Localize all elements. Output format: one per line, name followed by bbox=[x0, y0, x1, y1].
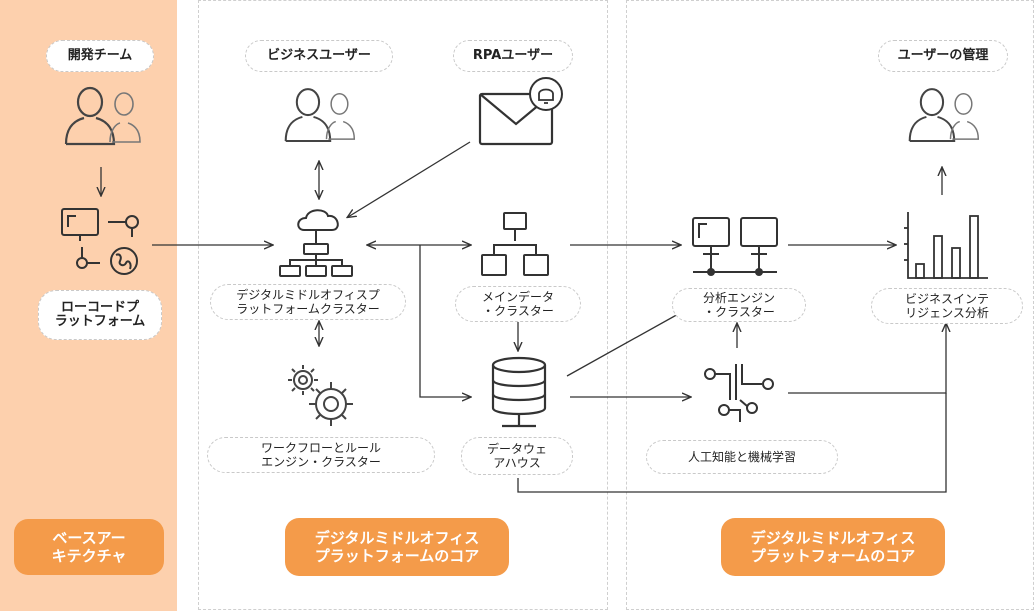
database-icon bbox=[491, 356, 547, 428]
bi-analysis-label: ビジネスインテ リジェンス分析 bbox=[871, 288, 1023, 324]
gears-icon bbox=[288, 365, 353, 426]
business-users-label: ビジネスユーザー bbox=[245, 40, 393, 72]
lowcode-platform-label: ローコードプ ラットフォーム bbox=[38, 290, 162, 340]
rpa-users-label: RPAユーザー bbox=[453, 40, 573, 72]
data-warehouse-label: データウェ アハウス bbox=[461, 437, 573, 475]
main-data-label: メインデータ ・クラスター bbox=[455, 286, 581, 322]
data-tree-icon bbox=[481, 212, 549, 276]
business-users-icon bbox=[284, 88, 356, 143]
analysis-engine-label: 分析エンジン ・クラスター bbox=[672, 288, 806, 322]
right-panel bbox=[626, 0, 1034, 610]
right-core-badge: デジタルミドルオフィス プラットフォームのコア bbox=[721, 518, 945, 576]
workflow-engine-label: ワークフローとルール エンジン・クラスター bbox=[207, 437, 435, 473]
users-icon bbox=[64, 86, 141, 146]
computers-icon bbox=[692, 217, 778, 276]
dev-team-label: 開発チーム bbox=[46, 40, 154, 72]
base-architecture-badge: ベースアー キテクチャ bbox=[14, 519, 164, 575]
lowcode-platform-icon bbox=[61, 208, 139, 275]
managed-users-icon bbox=[908, 88, 980, 143]
middle-panel bbox=[198, 0, 608, 610]
middle-core-badge: デジタルミドルオフィス プラットフォームのコア bbox=[285, 518, 509, 576]
user-management-label: ユーザーの管理 bbox=[878, 40, 1008, 72]
ai-ml-label: 人工知能と機械学習 bbox=[646, 440, 838, 474]
dmop-cluster-label: デジタルミドルオフィスプ ラットフォームクラスター bbox=[210, 284, 406, 320]
circuit-icon bbox=[704, 364, 774, 422]
network-cluster-icon bbox=[279, 209, 353, 277]
bar-chart-icon bbox=[904, 212, 988, 279]
mail-bell-icon bbox=[478, 77, 563, 146]
